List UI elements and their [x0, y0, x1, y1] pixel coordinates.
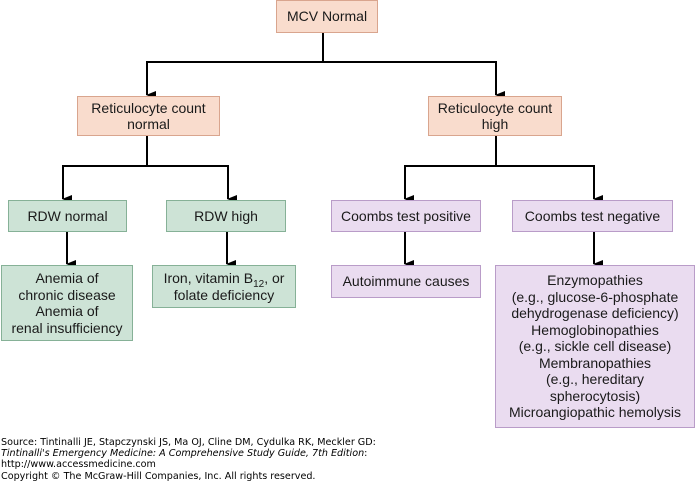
node-hemolytic-causes-label: Enzymopathies (e.g., glucose-6-phosphate… [509, 272, 681, 421]
source-line-title: Tintinalli's Emergency Medicine: A Compr… [1, 448, 376, 459]
source-line-authors: Source: Tintinalli JE, Stapczynski JS, M… [1, 437, 376, 448]
source-line-copyright: Copyright © The McGraw-Hill Companies, I… [1, 470, 316, 482]
iron-label-prefix: Iron, vitamin B [163, 270, 254, 286]
source-title-suffix: : [364, 448, 368, 460]
node-rdw-normal-label: RDW normal [27, 207, 108, 224]
edge-retic-normal-split [63, 136, 228, 167]
node-coombs-positive: Coombs test positive [331, 200, 481, 232]
node-mcv-normal: MCV Normal [276, 0, 378, 33]
node-anemia-chronic: Anemia of chronic disease Anemia of rena… [1, 265, 133, 341]
edge-mcv-split [147, 33, 496, 63]
node-hemolytic-causes: Enzymopathies (e.g., glucose-6-phosphate… [495, 265, 695, 428]
node-retic-normal: Reticulocyte count normal [77, 96, 220, 136]
node-retic-high-label: Reticulocyte count high [437, 99, 553, 133]
iron-label-suffix: , or folate deficiency [173, 270, 285, 303]
node-anemia-chronic-label: Anemia of chronic disease Anemia of rena… [11, 270, 123, 336]
node-retic-normal-label: Reticulocyte count normal [91, 99, 206, 133]
node-iron-deficiency: Iron, vitamin B12, or folate deficiency [152, 265, 296, 308]
node-coombs-positive-label: Coombs test positive [341, 207, 471, 224]
node-coombs-negative: Coombs test negative [512, 200, 673, 232]
node-autoimmune-label: Autoimmune causes [342, 273, 470, 290]
node-rdw-normal: RDW normal [8, 200, 127, 232]
node-rdw-high-label: RDW high [194, 207, 258, 224]
source-book-title: Tintinalli's Emergency Medicine: A Compr… [1, 448, 365, 460]
node-rdw-high: RDW high [166, 200, 286, 232]
node-retic-high: Reticulocyte count high [428, 96, 562, 136]
node-coombs-negative-label: Coombs test negative [524, 207, 661, 224]
source-line-url[interactable]: http://www.accessmedicine.com [1, 459, 156, 471]
node-iron-deficiency-label: Iron, vitamin B12, or folate deficiency [164, 270, 285, 303]
node-autoimmune: Autoimmune causes [331, 265, 481, 298]
iron-label-subscript: 12 [253, 278, 265, 290]
edge-retic-high-split [405, 136, 594, 167]
source-citation: Source: Tintinalli JE, Stapczynski JS, M… [1, 437, 376, 482]
node-mcv-normal-label: MCV Normal [286, 8, 368, 25]
